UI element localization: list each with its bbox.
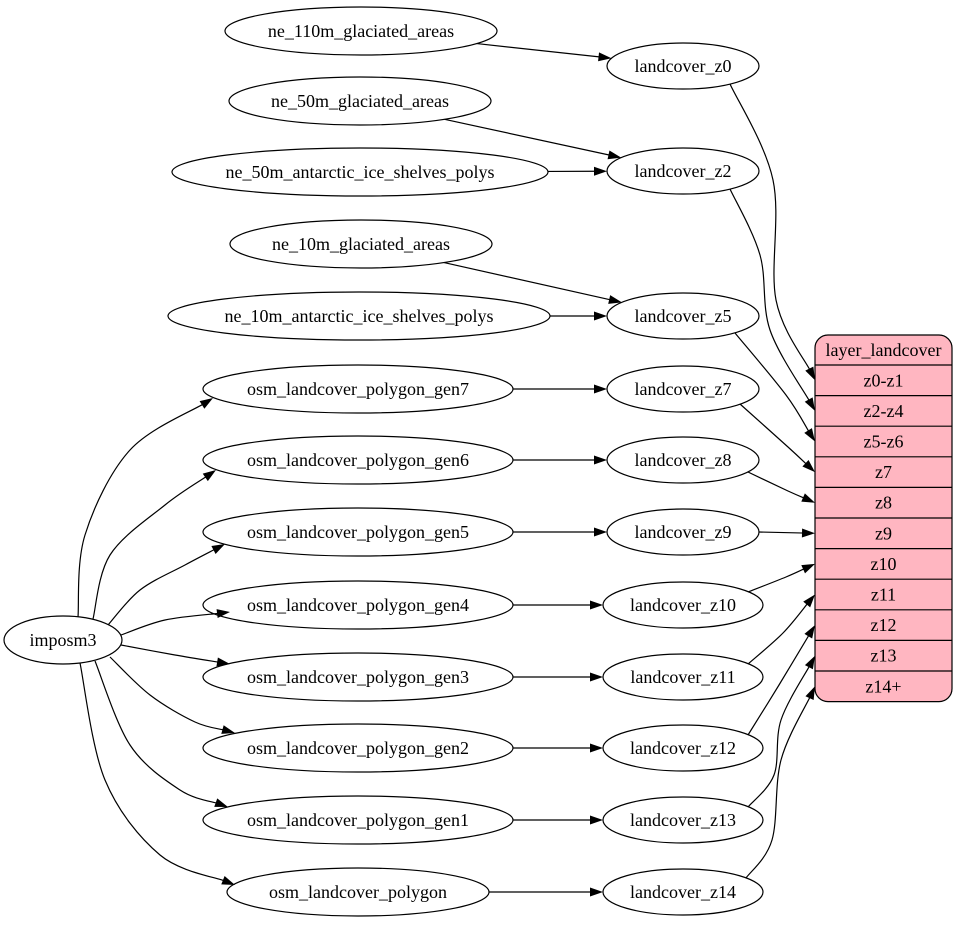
node-landcover_z5: landcover_z5 bbox=[607, 293, 759, 339]
node-osm_landcover_polygon_gen4: osm_landcover_polygon_gen4 bbox=[203, 581, 513, 629]
node-landcover_z10: landcover_z10 bbox=[603, 582, 763, 628]
node-landcover_z8: landcover_z8 bbox=[607, 437, 759, 483]
node-label: landcover_z7 bbox=[635, 379, 732, 399]
node-osm_landcover_polygon_gen3: osm_landcover_polygon_gen3 bbox=[203, 653, 513, 701]
table-row-label: z0-z1 bbox=[864, 370, 904, 390]
table-row-label: z7 bbox=[875, 462, 892, 482]
node-label: osm_landcover_polygon_gen7 bbox=[247, 379, 469, 399]
node-label: osm_landcover_polygon_gen1 bbox=[247, 810, 469, 830]
table-row-label: z13 bbox=[871, 646, 897, 666]
node-label: osm_landcover_polygon_gen5 bbox=[247, 522, 469, 542]
node-label: osm_landcover_polygon_gen6 bbox=[247, 450, 469, 470]
table-row-label: z9 bbox=[875, 523, 892, 543]
node-osm_landcover_polygon_gen1: osm_landcover_polygon_gen1 bbox=[203, 796, 513, 844]
node-label: landcover_z0 bbox=[635, 56, 732, 76]
node-label: osm_landcover_polygon_gen2 bbox=[247, 738, 469, 758]
node-label: landcover_z2 bbox=[635, 161, 732, 181]
node-ne_10m_glaciated_areas: ne_10m_glaciated_areas bbox=[230, 220, 492, 268]
node-label: landcover_z13 bbox=[630, 810, 736, 830]
node-landcover_z11: landcover_z11 bbox=[603, 654, 763, 700]
node-ne_10m_antarctic_ice_shelves_polys: ne_10m_antarctic_ice_shelves_polys bbox=[168, 292, 550, 340]
table-row-label: z5-z6 bbox=[864, 432, 904, 452]
node-landcover_z12: landcover_z12 bbox=[603, 725, 763, 771]
node-ne_110m_glaciated_areas: ne_110m_glaciated_areas bbox=[225, 7, 497, 55]
table-row-label: z14+ bbox=[865, 676, 901, 696]
node-label: ne_50m_antarctic_ice_shelves_polys bbox=[226, 162, 495, 182]
node-label: osm_landcover_polygon_gen4 bbox=[247, 595, 469, 615]
table-layer_landcover: layer_landcover z0-z1 z2-z4 z5-z6 z7 z8 z9 z10 z… bbox=[815, 335, 952, 702]
node-landcover_z9: landcover_z9 bbox=[607, 509, 759, 555]
node-label: landcover_z5 bbox=[635, 306, 732, 326]
table-row-z0-z1: z0-z1 bbox=[864, 370, 904, 390]
node-label: ne_10m_antarctic_ice_shelves_polys bbox=[225, 306, 494, 326]
node-label: osm_landcover_polygon_gen3 bbox=[247, 667, 469, 687]
node-osm_landcover_polygon_gen5: osm_landcover_polygon_gen5 bbox=[203, 508, 513, 556]
node-label: ne_10m_glaciated_areas bbox=[272, 234, 450, 254]
node-ne_50m_antarctic_ice_shelves_polys: ne_50m_antarctic_ice_shelves_polys bbox=[172, 148, 548, 196]
node-landcover_z7: landcover_z7 bbox=[607, 366, 759, 412]
node-label: ne_110m_glaciated_areas bbox=[268, 21, 454, 41]
node-osm_landcover_polygon_gen7: osm_landcover_polygon_gen7 bbox=[203, 365, 513, 413]
node-landcover_z0: landcover_z0 bbox=[607, 43, 759, 89]
table-row-label: z10 bbox=[871, 554, 897, 574]
node-label: landcover_z12 bbox=[630, 738, 736, 758]
table-row-label: z11 bbox=[871, 585, 896, 605]
table-row-label: z8 bbox=[875, 493, 892, 513]
node-label: ne_50m_glaciated_areas bbox=[271, 91, 449, 111]
node-label: landcover_z9 bbox=[635, 522, 732, 542]
node-ne_50m_glaciated_areas: ne_50m_glaciated_areas bbox=[229, 77, 491, 125]
table-title: layer_landcover bbox=[826, 340, 942, 360]
node-osm_landcover_polygon_gen6: osm_landcover_polygon_gen6 bbox=[203, 436, 513, 484]
node-label: osm_landcover_polygon bbox=[269, 882, 447, 902]
node-label: landcover_z8 bbox=[635, 450, 732, 470]
node-label: landcover_z10 bbox=[630, 595, 736, 615]
table-row-label: z12 bbox=[871, 615, 897, 635]
table-row-label: z2-z4 bbox=[864, 401, 904, 421]
node-osm_landcover_polygon_gen2: osm_landcover_polygon_gen2 bbox=[203, 724, 513, 772]
node-landcover_z2: landcover_z2 bbox=[607, 148, 759, 194]
node-landcover_z14: landcover_z14 bbox=[603, 869, 763, 915]
node-label: imposm3 bbox=[29, 630, 96, 650]
node-landcover_z13: landcover_z13 bbox=[603, 797, 763, 843]
node-label: landcover_z14 bbox=[630, 882, 736, 902]
node-osm_landcover_polygon: osm_landcover_polygon bbox=[227, 868, 489, 916]
node-label: landcover_z11 bbox=[630, 667, 735, 687]
node-imposm3: imposm3 bbox=[4, 616, 122, 664]
